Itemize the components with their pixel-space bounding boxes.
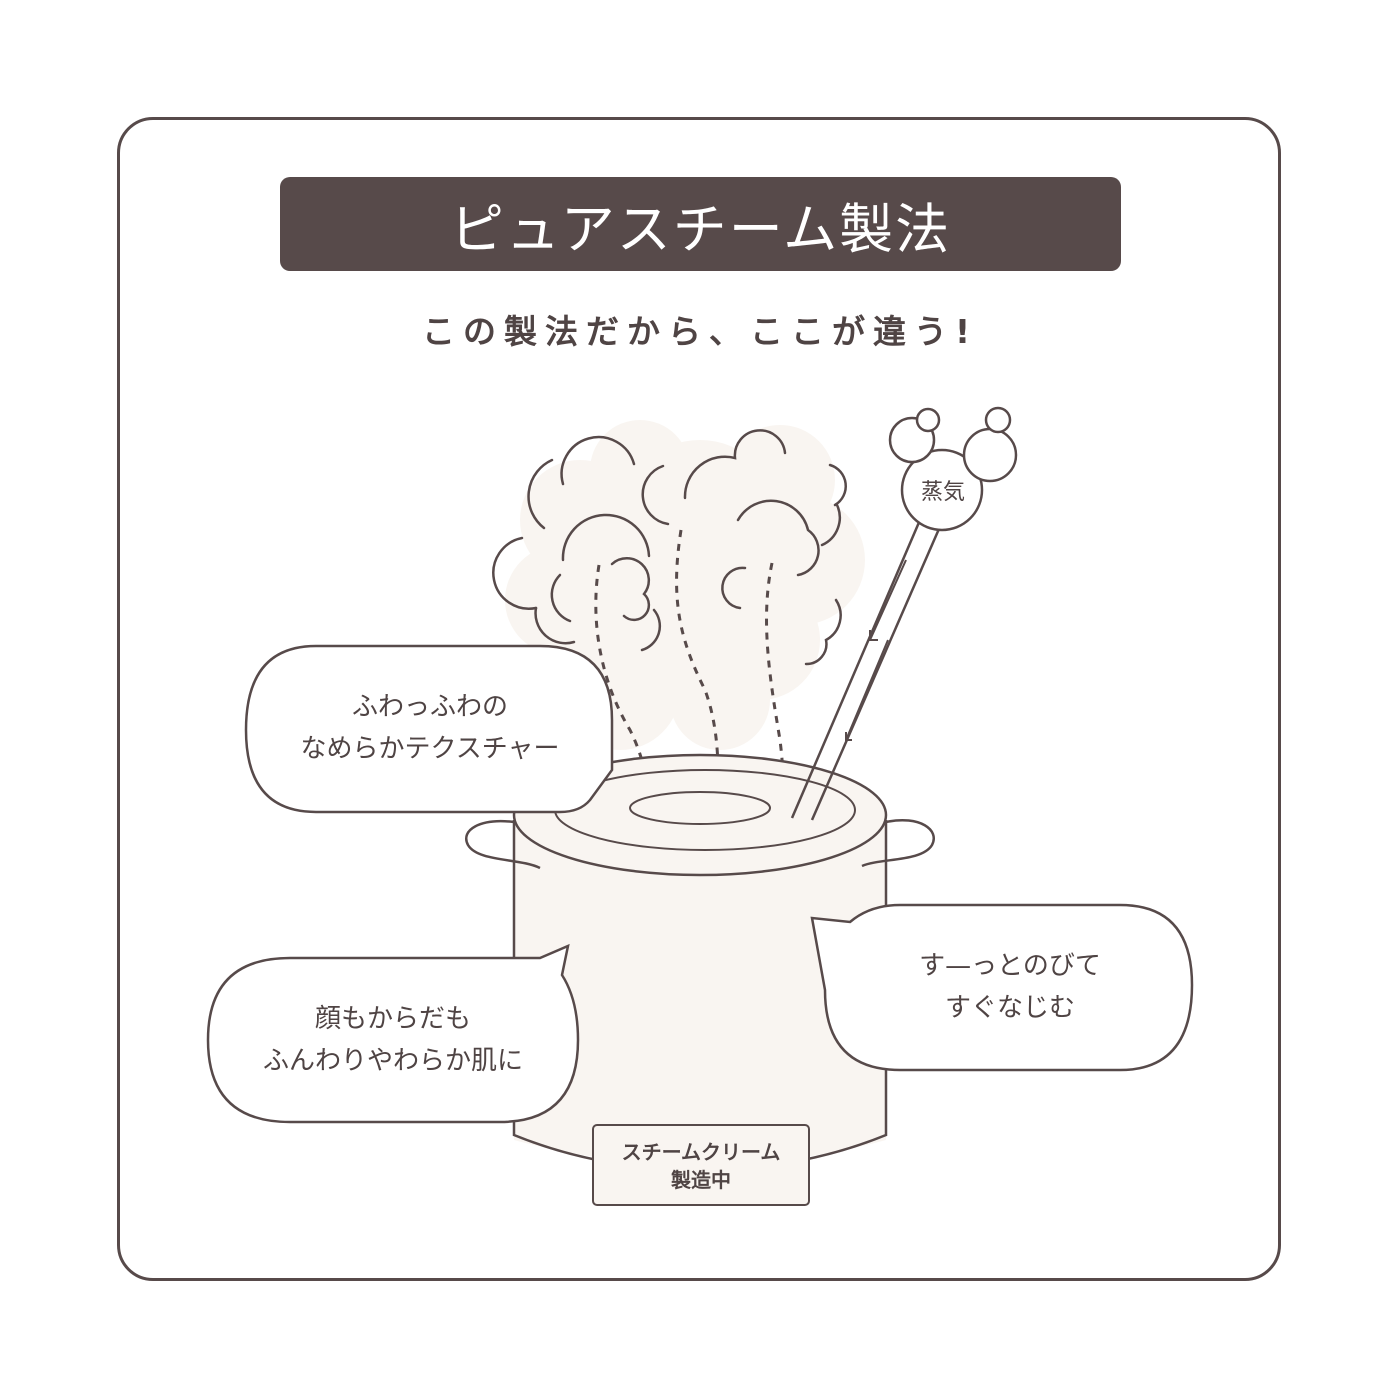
- speech-bubble-absorption: す—っとのびて すぐなじむ: [830, 945, 1190, 1029]
- pot: [465, 753, 935, 1172]
- outer-frame: [117, 117, 1281, 1281]
- page-title: ピュアスチーム製法: [449, 197, 952, 261]
- bubble-line-2: ふんわりやわらか肌に: [262, 1046, 523, 1076]
- speech-bubbles: [206, 644, 1194, 1124]
- stirring-pipe: [790, 519, 944, 821]
- bubble-line-1: ふわっふわの: [351, 692, 508, 722]
- title-banner: ピュアスチーム製法: [280, 177, 1121, 271]
- steam-label: 蒸気: [920, 480, 965, 505]
- speech-bubble-texture: ふわっふわの なめらかテクスチャー: [250, 686, 610, 770]
- bubble-line-1: 顔もからだも: [314, 1004, 471, 1034]
- speech-bubble-softness: 顔もからだも ふんわりやわらか肌に: [210, 998, 576, 1082]
- bubble-line-2: すぐなじむ: [944, 993, 1075, 1023]
- pot-label: スチームクリーム 製造中: [592, 1124, 810, 1206]
- bubble-line-1: す—っとのびて: [919, 951, 1101, 981]
- subtitle: この製法だから、ここが違う!: [421, 312, 979, 351]
- bubble-line-2: なめらかテクスチャー: [300, 734, 560, 764]
- steam-cloud-fill: [505, 420, 865, 750]
- pot-label-line-1: スチームクリーム: [621, 1140, 781, 1164]
- steam-cloud-outline: [492, 429, 847, 666]
- steam-bubble-cluster: [888, 406, 1018, 532]
- pot-label-line-2: 製造中: [671, 1168, 731, 1192]
